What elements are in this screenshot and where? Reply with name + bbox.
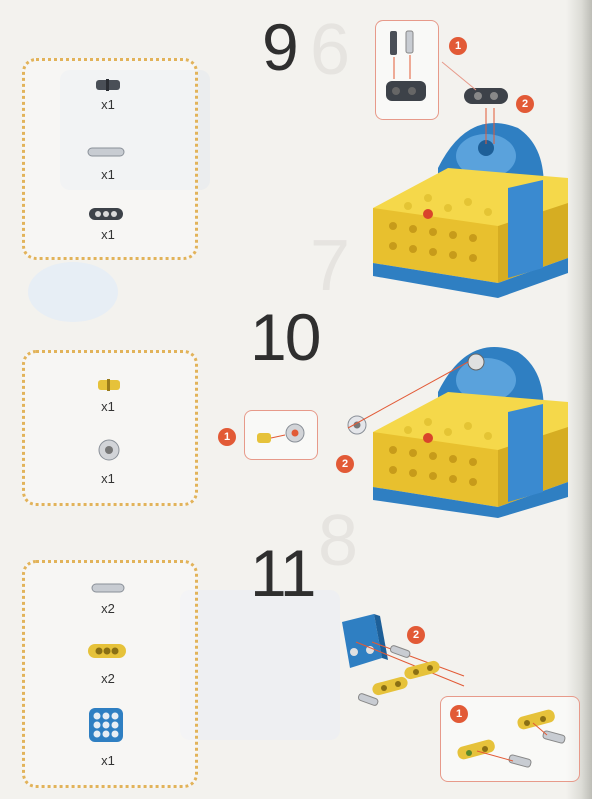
step-badge: 1 [449,37,467,55]
plate-3x3-blue-icon [88,707,124,743]
assembly-detail-icon [382,27,432,113]
parts-box-step-10: x1 x1 [22,350,198,506]
step-badge: 2 [407,626,425,644]
axle-grey-icon [87,147,125,157]
part-qty: x2 [88,671,128,686]
beam-2hole-dark-icon [88,207,124,221]
brick-model-icon [368,332,580,518]
parts-box-step-11: x2 x2 x1 [22,560,198,788]
connector-peg-dark-icon [95,79,121,91]
background-ghost-digit: 8 [318,505,358,577]
detail-callout [244,410,318,460]
part-qty: x1 [88,97,128,112]
background-ghost-digit: 6 [310,14,350,86]
part-qty: x1 [88,227,128,242]
step-number: 11 [250,540,315,606]
bushing-detail-icon [346,414,368,436]
detail-callout [375,20,439,120]
parts-box-step-9: x1 x1 x1 [22,58,198,260]
step-badge: 1 [218,428,236,446]
part-qty: x2 [88,601,128,616]
bushing-grey-icon [98,439,120,461]
part-qty: x1 [88,399,128,414]
background-ghost-dome [28,262,118,322]
step-number: 9 [262,14,297,80]
step-number: 10 [250,304,319,370]
part-qty: x1 [88,753,128,768]
background-ghost-digit: 7 [310,230,350,302]
part-qty: x1 [88,167,128,182]
background-ghost-model [180,590,340,740]
part-qty: x1 [88,471,128,486]
beam-2hole-yellow-icon [87,643,127,659]
beam-dark-detail-icon [462,82,510,108]
axle-grey-icon [91,583,125,593]
step-badge: 1 [450,705,468,723]
connector-peg-yellow-icon [97,379,121,391]
step-badge: 2 [336,455,354,473]
brick-model-icon [368,108,580,298]
peg-bushing-detail-icon [251,417,311,453]
